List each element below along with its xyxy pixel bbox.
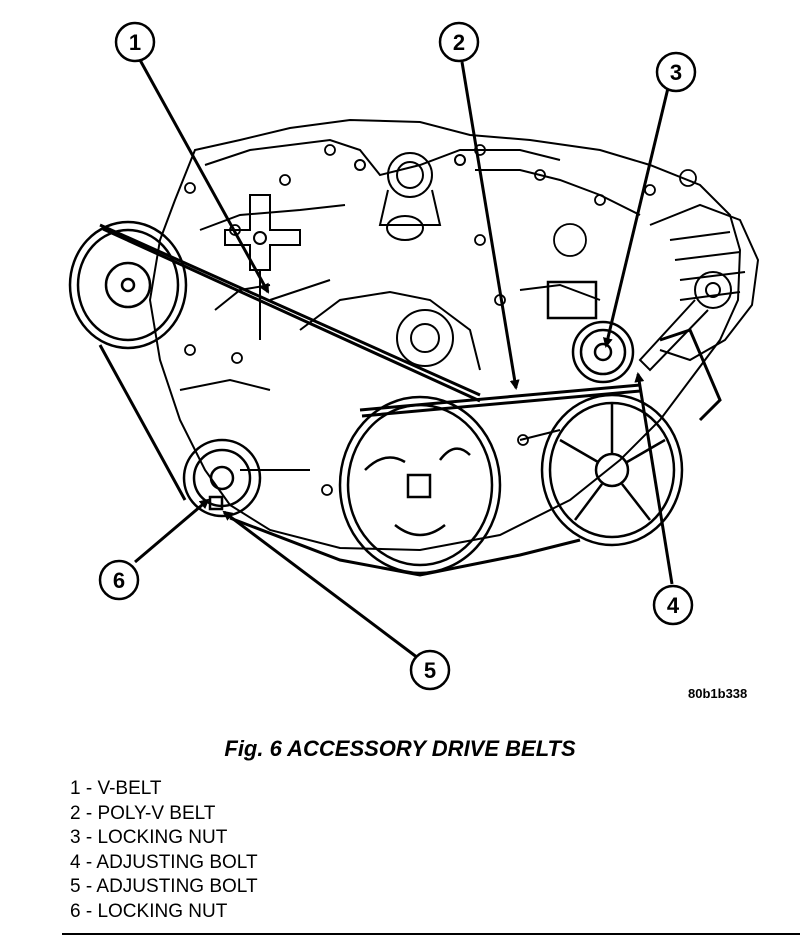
- alternator: [638, 203, 760, 372]
- svg-text:6: 6: [113, 568, 125, 593]
- legend-item: 5 - ADJUSTING BOLT: [70, 876, 258, 898]
- legend-item: 3 - LOCKING NUT: [70, 827, 228, 849]
- svg-text:4: 4: [667, 593, 680, 618]
- callout-4: 4: [652, 584, 694, 626]
- water-pump-boss: [396, 309, 454, 367]
- engine-belt-diagram: 1 2 3 4 5 6: [68, 21, 760, 691]
- legend-list: 1 - V-BELT 2 - POLY-V BELT 3 - LOCKING N…: [70, 777, 258, 925]
- legend-item: 1 - V-BELT: [70, 778, 162, 799]
- timing-cover-bracket: [224, 194, 331, 340]
- callout-1: 1: [114, 21, 156, 63]
- svg-text:2: 2: [453, 30, 465, 55]
- svg-text:5: 5: [424, 658, 436, 683]
- svg-text:1: 1: [129, 30, 141, 55]
- bottom-divider: [62, 933, 800, 935]
- callout-3: 3: [655, 51, 697, 93]
- callout-2: 2: [438, 21, 480, 63]
- callout-6: 6: [98, 559, 140, 601]
- legend-item: 4 - ADJUSTING BOLT: [70, 851, 258, 873]
- legend-item: 2 - POLY-V BELT: [70, 802, 216, 824]
- leader-arrows: [134, 59, 674, 660]
- idler-pulley: [546, 280, 635, 384]
- legend-item: 6 - LOCKING NUT: [70, 900, 228, 922]
- lower-left-tensioner-pulley: [182, 438, 262, 518]
- power-steering-pulley: [68, 220, 188, 350]
- thermostat-housing: [354, 152, 466, 241]
- figure-caption: Fig. 6 ACCESSORY DRIVE BELTS: [224, 736, 576, 761]
- svg-text:3: 3: [670, 60, 682, 85]
- poly-v-belt: [229, 328, 722, 577]
- crankshaft-pulley: [338, 395, 502, 575]
- callout-5: 5: [409, 649, 451, 691]
- engine-bolts: [184, 144, 697, 496]
- v-belt: [98, 223, 481, 501]
- figure-code: 80b1b338: [688, 686, 748, 701]
